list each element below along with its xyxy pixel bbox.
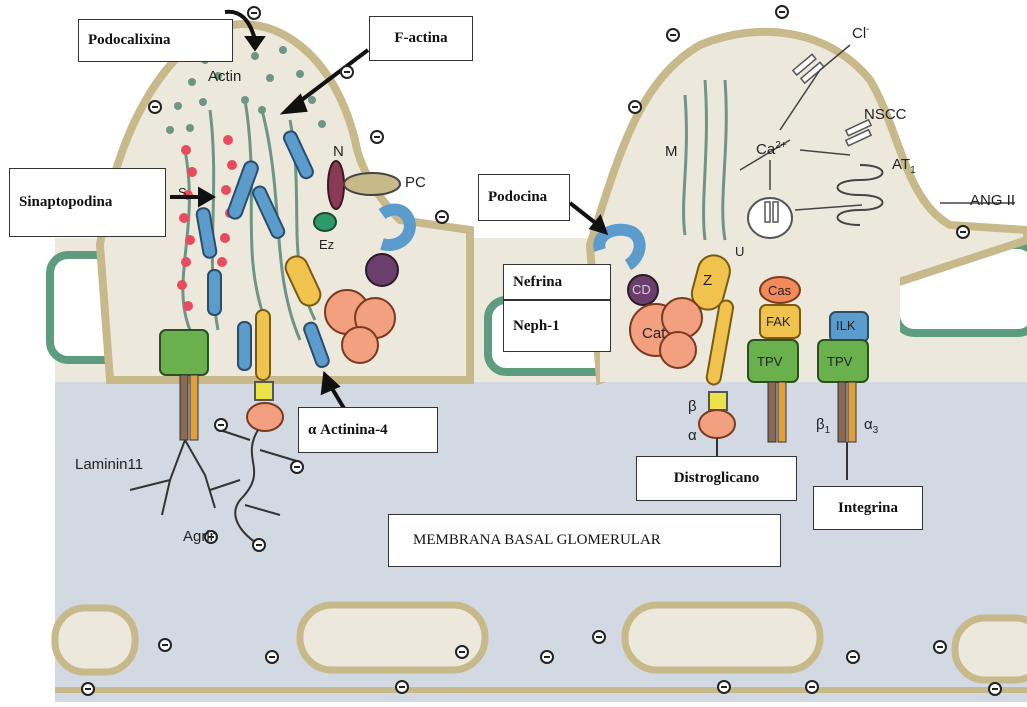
- capillary-cell: [55, 608, 135, 672]
- text-ca: Ca2+: [756, 140, 787, 158]
- dg-beta-left: [255, 382, 273, 400]
- text-ez: Ez: [319, 237, 334, 252]
- text-pc: PC: [405, 174, 426, 191]
- negative-charge-icon: [265, 650, 279, 664]
- nephrin-n: [328, 161, 344, 209]
- label-sinaptopodina: Sinaptopodina: [9, 168, 166, 237]
- text-tpv-right: TPV: [827, 354, 852, 369]
- text-beta1: β1: [816, 416, 830, 436]
- integrin-stem: [838, 382, 846, 442]
- integrin-stem: [778, 382, 786, 442]
- utrophin-left: [256, 310, 270, 380]
- text-alpha: α: [688, 427, 697, 444]
- label-integrina: Integrina: [813, 486, 923, 530]
- negative-charge-icon: [247, 6, 261, 20]
- text-m: M: [665, 143, 678, 160]
- negative-charge-icon: [933, 640, 947, 654]
- podocalyxin-pc: [344, 173, 400, 195]
- text-agrin: Agrin: [183, 528, 218, 545]
- negative-charge-icon: [435, 210, 449, 224]
- text-cat: Cat: [642, 325, 665, 342]
- dg-alpha-left: [247, 403, 283, 431]
- text-cl: Cl-: [852, 24, 870, 42]
- capillary-cell: [625, 605, 820, 670]
- laminin-stem: [190, 375, 198, 440]
- label-nefrina: Nefrina: [503, 264, 611, 300]
- text-tpv-left: TPV: [757, 354, 782, 369]
- text-z: Z: [703, 272, 712, 289]
- negative-charge-icon: [988, 682, 1002, 696]
- channel-in-vesicle: [773, 202, 778, 222]
- negative-charge-icon: [158, 638, 172, 652]
- text-laminin: Laminin11: [75, 456, 143, 473]
- negative-charge-icon: [290, 460, 304, 474]
- text-s: S: [178, 185, 187, 200]
- channel-in-vesicle: [765, 202, 770, 222]
- negative-charge-icon: [252, 538, 266, 552]
- ezrin: [314, 213, 336, 231]
- text-alpha3: α3: [864, 416, 878, 436]
- negative-charge-icon: [628, 100, 642, 114]
- text-n: N: [333, 143, 344, 160]
- label-distroglicano: Distroglicano: [636, 456, 797, 501]
- capillary-cell: [300, 605, 485, 670]
- dg-beta-right: [709, 392, 727, 410]
- negative-charge-icon: [81, 682, 95, 696]
- label-membrana-basal: MEMBRANA BASAL GLOMERULAR: [388, 514, 781, 567]
- integrin-stem: [848, 382, 856, 442]
- text-u: U: [735, 244, 744, 259]
- label-podocina: Podocina: [478, 174, 570, 221]
- negative-charge-icon: [395, 680, 409, 694]
- text-ilk: ILK: [836, 318, 856, 333]
- text-actin: Actin: [208, 68, 241, 85]
- text-fak: FAK: [766, 314, 791, 329]
- negative-charge-icon: [956, 225, 970, 239]
- negative-charge-icon: [370, 130, 384, 144]
- dg-alpha-right: [699, 410, 735, 438]
- text-nscc: NSCC: [864, 106, 907, 123]
- negative-charge-icon: [592, 630, 606, 644]
- label-neph-1: Neph-1: [503, 300, 611, 352]
- text-ang2: ANG II: [970, 192, 1015, 209]
- negative-charge-icon: [455, 645, 469, 659]
- capillary-cell: [955, 618, 1027, 680]
- negative-charge-icon: [148, 100, 162, 114]
- negative-charge-icon: [666, 28, 680, 42]
- label-alpha-actinina: α Actinina-4: [298, 407, 438, 453]
- left-tpv: [160, 330, 208, 375]
- negative-charge-icon: [775, 5, 789, 19]
- negative-charge-icon: [540, 650, 554, 664]
- text-cas: Cas: [768, 283, 791, 298]
- text-at1: AT1: [892, 156, 916, 176]
- text-beta: β: [688, 398, 697, 415]
- negative-charge-icon: [805, 680, 819, 694]
- negative-charge-icon: [340, 65, 354, 79]
- negative-charge-icon: [717, 680, 731, 694]
- label-podocalixina: Podocalixina: [78, 19, 233, 62]
- negative-charge-icon: [846, 650, 860, 664]
- label-f-actina: F-actina: [369, 16, 473, 61]
- purple-protein: [366, 254, 398, 286]
- negative-charge-icon: [214, 418, 228, 432]
- laminin-stem: [180, 375, 188, 440]
- text-cd: CD: [632, 282, 651, 297]
- integrin-stem: [768, 382, 776, 442]
